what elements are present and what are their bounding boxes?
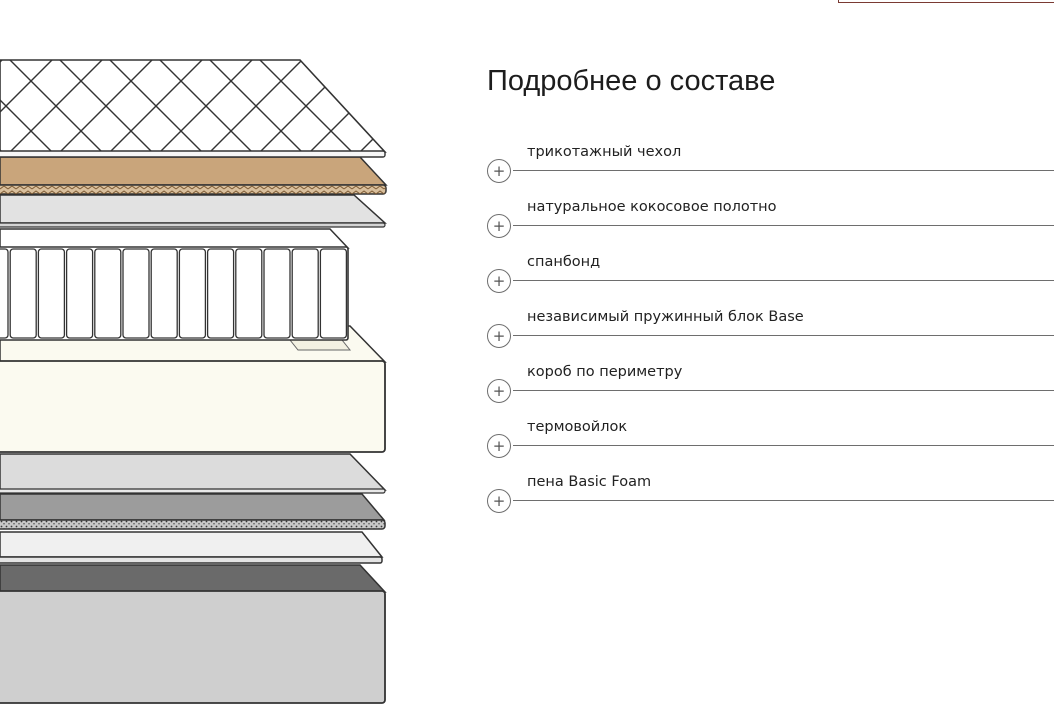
accordion-item-label: спанбонд: [527, 254, 601, 270]
layer-spunbond: [0, 194, 387, 228]
layer-coconut: [0, 156, 388, 195]
quilt-stitch-line: [209, 60, 303, 152]
plus-icon[interactable]: +: [487, 434, 511, 458]
spring-pocket: [263, 248, 291, 339]
accordion-item-label: термовойлок: [527, 419, 628, 435]
accordion-item-thermofelt[interactable]: термовойлок +: [487, 417, 1054, 472]
divider-line: [513, 225, 1054, 226]
divider-line: [513, 445, 1054, 446]
accordion-item-label: трикотажный чехол: [527, 144, 682, 160]
mattress-layers-illustration: [0, 59, 388, 704]
layer-spring-block: [0, 228, 350, 341]
accordion-item-label: натуральное кокосовое полотно: [527, 199, 777, 215]
section-title: Подробнее о составе: [487, 65, 776, 97]
accordion-item-label: короб по периметру: [527, 364, 683, 380]
plus-icon[interactable]: +: [487, 489, 511, 513]
top-tab-border: [838, 0, 1054, 3]
accordion-item-basic-foam[interactable]: пена Basic Foam +: [487, 472, 1054, 527]
layer-perimeter-box: [0, 325, 387, 453]
plus-icon[interactable]: +: [487, 214, 511, 238]
accordion-item-knitted-cover[interactable]: трикотажный чехол +: [487, 142, 1054, 197]
accordion-item-perimeter-box[interactable]: короб по периметру +: [487, 362, 1054, 417]
plus-icon[interactable]: +: [487, 324, 511, 348]
layer-dotted: [0, 493, 386, 530]
spring-pocket: [94, 248, 122, 339]
quilt-stitch-line: [109, 60, 203, 152]
layer-base-front: [0, 590, 386, 704]
plus-icon[interactable]: +: [487, 269, 511, 293]
spring-pocket: [319, 248, 348, 339]
divider-line: [513, 335, 1054, 336]
quilt-stitch-line: [9, 60, 103, 152]
spring-pocket: [122, 248, 150, 339]
quilt-stitch-line: [0, 60, 53, 152]
divider-line: [513, 500, 1054, 501]
quilt-stitch-line: [159, 60, 253, 152]
divider-line: [513, 170, 1054, 171]
spring-pocket: [178, 248, 207, 339]
quilt-stitch-line: [59, 60, 153, 152]
accordion-item-label: пена Basic Foam: [527, 474, 652, 490]
plus-icon[interactable]: +: [487, 159, 511, 183]
spring-pocket: [65, 248, 94, 339]
layer-quilted-cover: [0, 59, 387, 158]
divider-line: [513, 280, 1054, 281]
accordion-item-coconut-sheet[interactable]: натуральное кокосовое полотно +: [487, 197, 1054, 252]
layer-thin-light: [0, 531, 384, 564]
spring-pocket: [235, 248, 263, 339]
composition-accordion: трикотажный чехол + натуральное кокосово…: [487, 0, 1054, 728]
layer-base-block: [0, 564, 387, 704]
accordion-item-spunbond[interactable]: спанбонд +: [487, 252, 1054, 307]
plus-icon[interactable]: +: [487, 379, 511, 403]
spring-pocket: [0, 248, 9, 339]
layer-dark-top: [0, 564, 387, 593]
spring-pocket: [291, 248, 319, 339]
spring-pocket: [150, 248, 178, 339]
accordion-item-spring-block[interactable]: независимый пружинный блок Base +: [487, 307, 1054, 362]
accordion-item-label: независимый пружинный блок Base: [527, 309, 804, 325]
spring-pocket: [9, 248, 37, 339]
layer-thermofelt: [0, 453, 387, 494]
spring-pocket: [37, 248, 66, 339]
divider-line: [513, 390, 1054, 391]
spring-pocket: [206, 248, 235, 339]
